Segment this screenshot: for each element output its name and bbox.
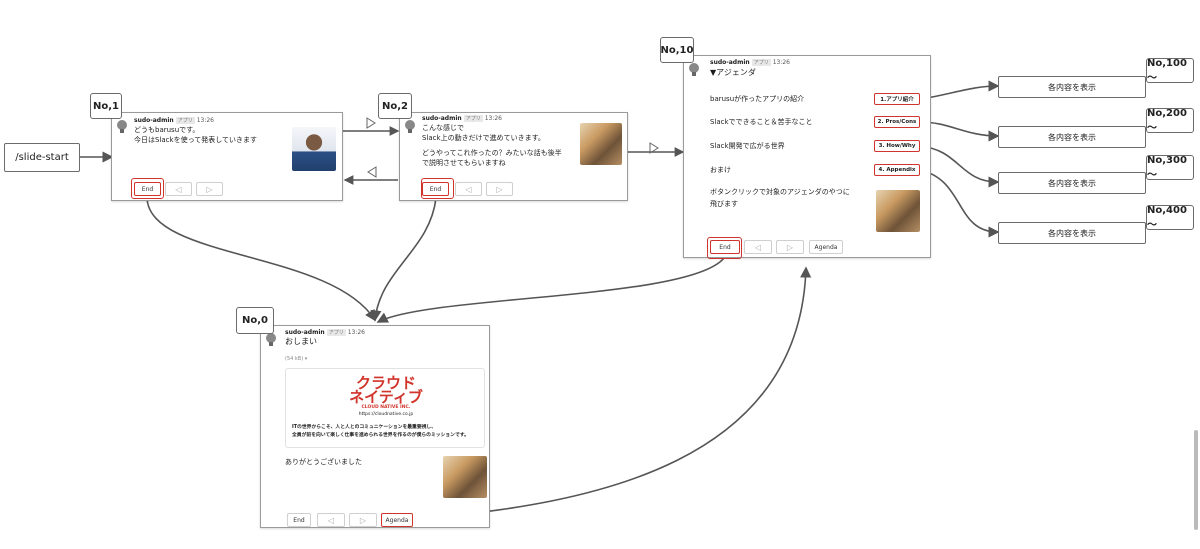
scrollbar[interactable]: [1194, 430, 1198, 530]
presenter-photo: [443, 456, 487, 498]
triangle-right-marker: [366, 117, 376, 129]
agenda-button-3[interactable]: 3. How/Why: [874, 140, 920, 152]
bot-avatar-icon: [266, 333, 276, 346]
company-logo-line-2: ネイティブ: [349, 388, 423, 406]
next-button[interactable]: ▷: [486, 182, 513, 196]
agenda-button-2[interactable]: 2. Pros/Cons: [874, 116, 920, 128]
triangle-left-marker: [367, 166, 377, 178]
output-box-3: 各内容を表示: [998, 172, 1146, 194]
output-number-badge: No,300～: [1146, 155, 1194, 181]
slide-1-line-1: どうもbarusuです。: [134, 126, 200, 134]
bot-avatar-icon: [405, 120, 415, 133]
slide-2-line-3: どうやってこれ作ったの？みたいな話も後半: [422, 149, 562, 157]
slide-1-line-2: 今日はSlackを使って発表していきます: [134, 136, 258, 144]
triangle-right-marker-2: [649, 142, 659, 154]
slide-start-command: /slide-start: [4, 143, 80, 172]
output-number-badge: No,100～: [1146, 58, 1194, 84]
prev-button[interactable]: ◁: [165, 182, 192, 196]
arrow-agenda4-to-output4: [919, 169, 1000, 238]
presenter-photo: [292, 127, 336, 171]
presenter-photo: [580, 123, 622, 165]
agenda-item-1-text: barusuが作ったアプリの紹介: [710, 95, 805, 103]
company-url: https://cloudnative.co.jp: [358, 412, 414, 417]
slide-2-line-1: こんな感じで: [422, 124, 464, 132]
attachment-meta: (54 kB) ▾: [285, 356, 308, 362]
company-logo-sub: CLOUD NATIVE INC.: [361, 405, 411, 410]
company-logo-line-1: クラウド: [355, 374, 416, 392]
next-button[interactable]: ▷: [349, 513, 377, 527]
presenter-photo: [876, 190, 920, 232]
output-number-badge: No,200～: [1146, 108, 1194, 134]
end-highlight: [421, 178, 454, 199]
arrow-agenda3-to-output3: [919, 145, 1000, 188]
agenda-button-4[interactable]: 4. Appendix: [874, 164, 920, 176]
output-box-2: 各内容を表示: [998, 126, 1146, 148]
next-button[interactable]: ▷: [196, 182, 223, 196]
bot-avatar-icon: [117, 120, 127, 133]
slide-number-badge: No,10: [660, 37, 694, 63]
slide-0-title: おしまい: [285, 337, 317, 346]
slide-2-line-4: で説明させてもらいますね: [422, 159, 506, 167]
next-button[interactable]: ▷: [776, 240, 804, 254]
slide-number-badge: No,0: [236, 307, 274, 334]
prev-button[interactable]: ◁: [744, 240, 772, 254]
arrow-slide10-end-to-slide0: [376, 257, 725, 323]
agenda-button[interactable]: Agenda: [809, 240, 843, 254]
end-button[interactable]: End: [134, 182, 161, 196]
agenda-item-4-text: おまけ: [710, 166, 731, 174]
agenda-title: ▼アジェンダ: [710, 68, 756, 77]
agenda-footer-line-2: 飛びます: [710, 200, 738, 208]
agenda-item-3-text: Slack開発で広がる世界: [710, 142, 785, 150]
slide-number-badge: No,2: [378, 93, 412, 119]
thanks-text: ありがとうございました: [285, 458, 362, 466]
end-highlight: [131, 178, 164, 199]
slide-number-badge: No,1: [90, 93, 122, 119]
arrow-agenda2-to-output2: [919, 121, 1000, 142]
agenda-button-1[interactable]: 1.アプリ紹介: [874, 93, 920, 105]
slide-2-line-2: Slack上の動きだけで進めていきます。: [422, 134, 545, 142]
output-box-1: 各内容を表示: [998, 76, 1146, 98]
slide-start-label: /slide-start: [15, 152, 69, 163]
agenda-button[interactable]: Agenda: [381, 513, 413, 527]
company-card: クラウド ネイティブ CLOUD NATIVE INC. https://clo…: [285, 368, 485, 448]
mission-line-2: 全員が前を向いて楽しく仕事を進められる世界を作るのが僕らのミッションです。: [292, 433, 469, 438]
arrow-slide1-end-to-slide0: [146, 197, 376, 322]
end-button[interactable]: End: [422, 182, 449, 196]
mission-line-1: ITの世界からこそ、人と人とのコミュニケーションを最重要視し、: [292, 425, 437, 430]
prev-button[interactable]: ◁: [455, 182, 482, 196]
end-button[interactable]: End: [710, 240, 740, 254]
bot-avatar-icon: [689, 63, 699, 76]
output-number-badge: No,400～: [1146, 205, 1194, 231]
agenda-item-2-text: Slackでできること＆苦手なこと: [710, 118, 813, 126]
arrow-agenda1-to-output1: [919, 80, 1000, 100]
arrow-slide0-agenda-to-slide10: [411, 266, 812, 520]
output-box-4: 各内容を表示: [998, 222, 1146, 244]
end-highlight: [707, 237, 742, 259]
end-button[interactable]: End: [287, 513, 311, 527]
agenda-footer-line-1: ボタンクリックで対象のアジェンダのやつに: [710, 188, 850, 196]
prev-button[interactable]: ◁: [317, 513, 345, 527]
arrow-slide2-end-to-slide0: [370, 197, 437, 322]
